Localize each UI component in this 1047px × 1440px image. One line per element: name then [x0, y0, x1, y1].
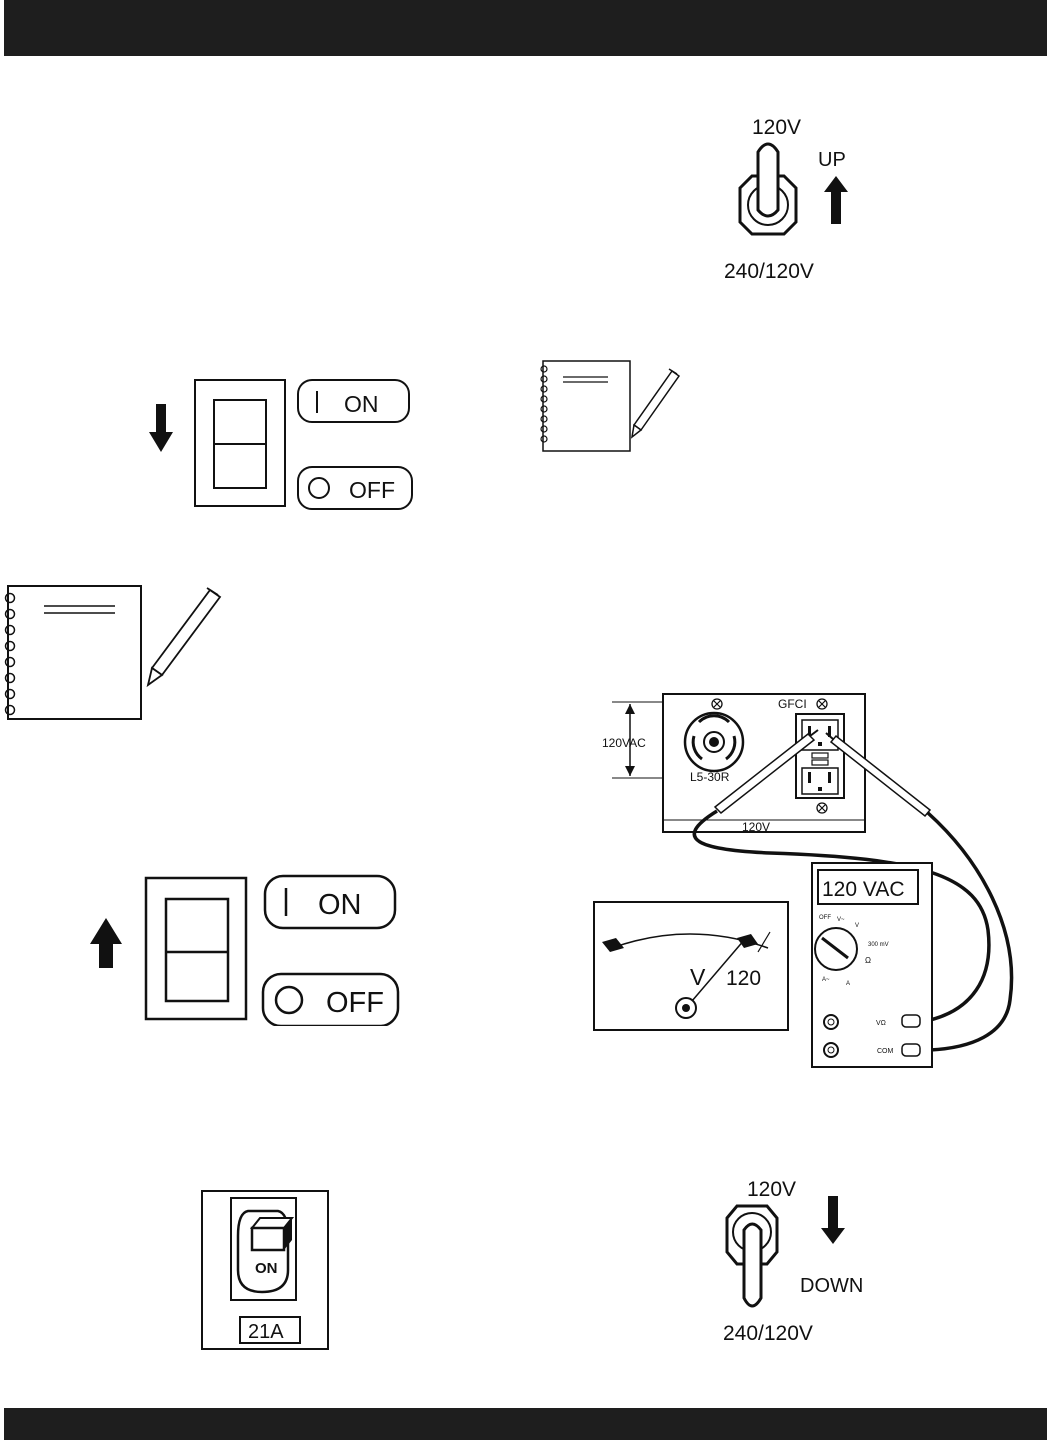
dial-vdc-label: V	[855, 923, 859, 929]
arrow-up-icon	[90, 918, 122, 968]
multimeter-reading: 120 VAC	[822, 878, 905, 901]
on-indicator	[297, 379, 410, 423]
dial-aac-label: A~	[822, 977, 830, 983]
toggle-down-direction-label: DOWN	[800, 1275, 863, 1297]
breaker-switch[interactable]	[250, 1226, 286, 1252]
voltage-span-label: 120VAC	[602, 736, 646, 750]
notebook-large-figure	[4, 585, 222, 720]
toggle-lever	[756, 142, 780, 218]
rocker-button	[164, 897, 230, 1003]
header-bar	[4, 0, 1047, 56]
pencil-icon	[630, 368, 681, 439]
panel-voltage-label: 120V	[742, 820, 770, 834]
toggle-down-bottom-label: 240/120V	[723, 1322, 813, 1345]
toggle-up-direction-label: UP	[818, 149, 846, 171]
toggle-switch-down-figure: 120V DOWN 240/120V	[723, 1178, 863, 1345]
circuit-breaker-figure: ON 21A	[201, 1190, 329, 1350]
rocker-switch-off-figure: ON OFF	[149, 379, 413, 510]
dial-ohm-label: Ω	[865, 956, 871, 965]
jack-vohm-label: VΩ	[876, 1020, 886, 1027]
arrow-down-icon	[821, 1196, 845, 1244]
analog-value-label: 120	[726, 967, 761, 990]
pencil-icon	[146, 587, 222, 688]
test-probe-red	[713, 729, 819, 815]
notebook-icon	[7, 585, 142, 720]
twistlock-label: L5-30R	[690, 770, 730, 784]
footer-bar	[4, 1408, 1047, 1440]
off-indicator	[297, 466, 413, 510]
analog-voltmeter: V 120	[593, 901, 789, 1031]
dial-adc-label: A	[846, 981, 850, 987]
toggle-lever	[742, 1222, 763, 1308]
gfci-label: GFCI	[778, 697, 807, 711]
notebook-small-figure	[540, 360, 681, 452]
toggle-up-bottom-label: 240/120V	[724, 260, 814, 283]
rocker-off-off-label: OFF	[349, 477, 395, 503]
multimeter-display	[817, 869, 919, 905]
twistlock-receptacle	[683, 711, 745, 773]
rocker-switch-on-figure: ON OFF	[90, 874, 400, 1026]
voltage-test-figure: 120VAC 120V L5-30R GFCI	[593, 693, 1014, 1068]
breaker-on-label: ON	[255, 1260, 278, 1277]
analog-unit-label: V	[690, 964, 706, 990]
digital-multimeter: 120 VAC OFF V~ V 300 mV Ω A~ A VΩ COM	[811, 862, 933, 1068]
dial-off-label: OFF	[819, 915, 831, 921]
off-indicator	[261, 972, 400, 1026]
gfci-receptacle	[795, 713, 845, 799]
notebook-icon	[542, 360, 631, 452]
dial-vac-label: V~	[837, 917, 845, 923]
test-lead-black	[926, 811, 1014, 1052]
rocker-on-off-label: OFF	[326, 987, 384, 1019]
arrow-down-icon	[149, 404, 173, 452]
arrow-up-icon	[824, 176, 848, 224]
dial-mv-label: 300 mV	[868, 942, 889, 948]
rocker-off-on-label: ON	[344, 391, 379, 417]
test-probe-black	[825, 732, 932, 818]
rocker-on-on-label: ON	[318, 889, 362, 921]
analog-needle	[685, 938, 746, 1009]
toggle-down-top-label: 120V	[747, 1178, 796, 1201]
breaker-rating-label: 21A	[248, 1321, 284, 1343]
jack-com-label: COM	[877, 1048, 894, 1055]
on-indicator	[263, 874, 397, 930]
toggle-switch-up-figure: 120V UP 240/120V	[724, 116, 848, 283]
toggle-up-top-label: 120V	[752, 116, 801, 139]
